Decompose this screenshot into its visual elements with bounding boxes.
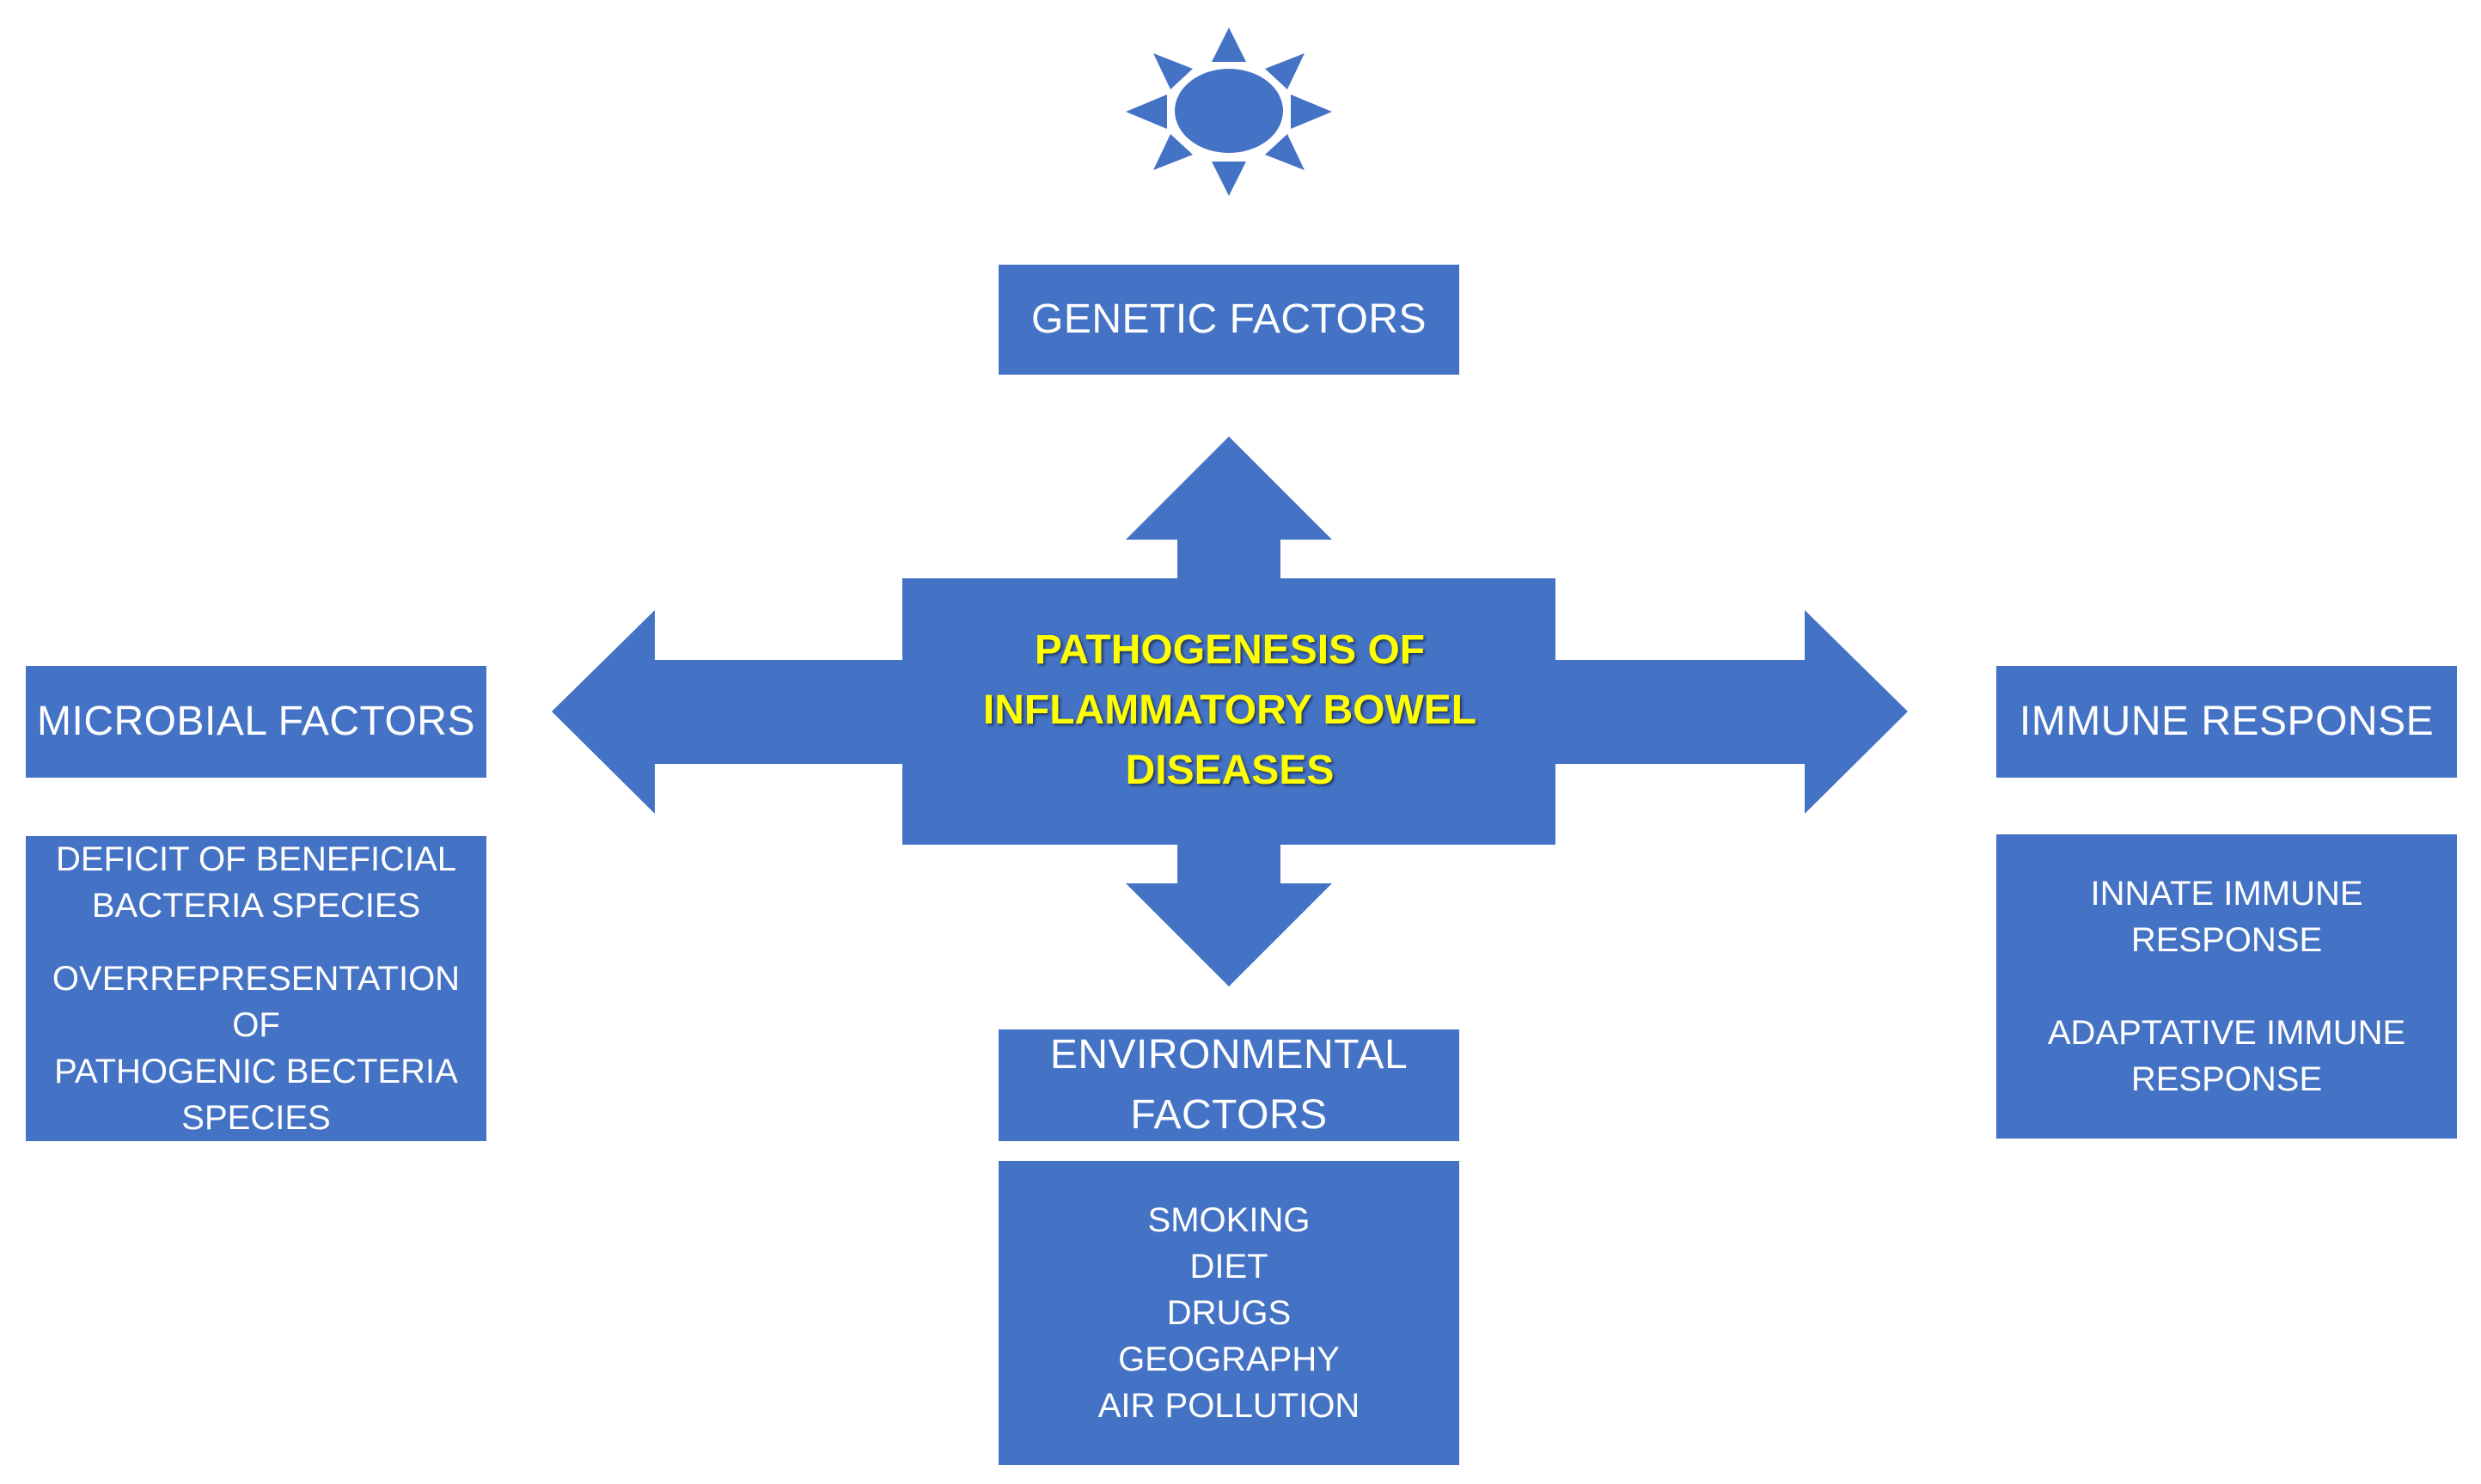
immune-response-title: IMMUNE RESPONSE: [2019, 699, 2435, 745]
microbial-item-overrepresentation: OVERREPRESENTATION OF PATHOGENIC BECTERI…: [52, 960, 461, 1137]
environmental-item-smoking: SMOKING: [1147, 1201, 1311, 1239]
microbial-factors-box: MICROBIAL FACTORS: [26, 666, 486, 778]
microbial-item-deficit: DEFICIT OF BENEFICIAL BACTERIA SPECIES: [56, 840, 456, 925]
environmental-item-air-pollution: AIR POLLUTION: [1097, 1387, 1360, 1425]
immune-item-adaptative: ADAPTATIVE IMMUNE RESPONSE: [2047, 1014, 2406, 1098]
sun-icon: [1126, 27, 1332, 196]
center-title: PATHOGENESIS OF INFLAMMATORY BOWEL DISEA…: [982, 627, 1477, 793]
environmental-item-geography: GEOGRAPHY: [1118, 1340, 1340, 1378]
genetic-factors-title: GENETIC FACTORS: [1030, 296, 1427, 343]
immune-response-details: INNATE IMMUNE RESPONSE ADAPTATIVE IMMUNE…: [1996, 834, 2457, 1139]
genetic-factors-box: GENETIC FACTORS: [999, 265, 1459, 375]
environmental-factors-details: SMOKING DIET DRUGS GEOGRAPHY AIR POLLUTI…: [999, 1161, 1459, 1465]
environmental-factors-title: ENVIRONMENTAL FACTORS: [1049, 1032, 1409, 1138]
environmental-item-drugs: DRUGS: [1166, 1294, 1292, 1332]
microbial-factors-details: DEFICIT OF BENEFICIAL BACTERIA SPECIES O…: [26, 836, 486, 1141]
environmental-item-diet: DIET: [1189, 1248, 1268, 1286]
immune-response-box: IMMUNE RESPONSE: [1996, 666, 2457, 778]
four-way-arrow: [552, 437, 1908, 986]
microbial-factors-title: MICROBIAL FACTORS: [37, 699, 475, 745]
environmental-factors-box: ENVIRONMENTAL FACTORS: [999, 1029, 1459, 1141]
immune-item-innate: INNATE IMMUNE RESPONSE: [2090, 875, 2363, 959]
